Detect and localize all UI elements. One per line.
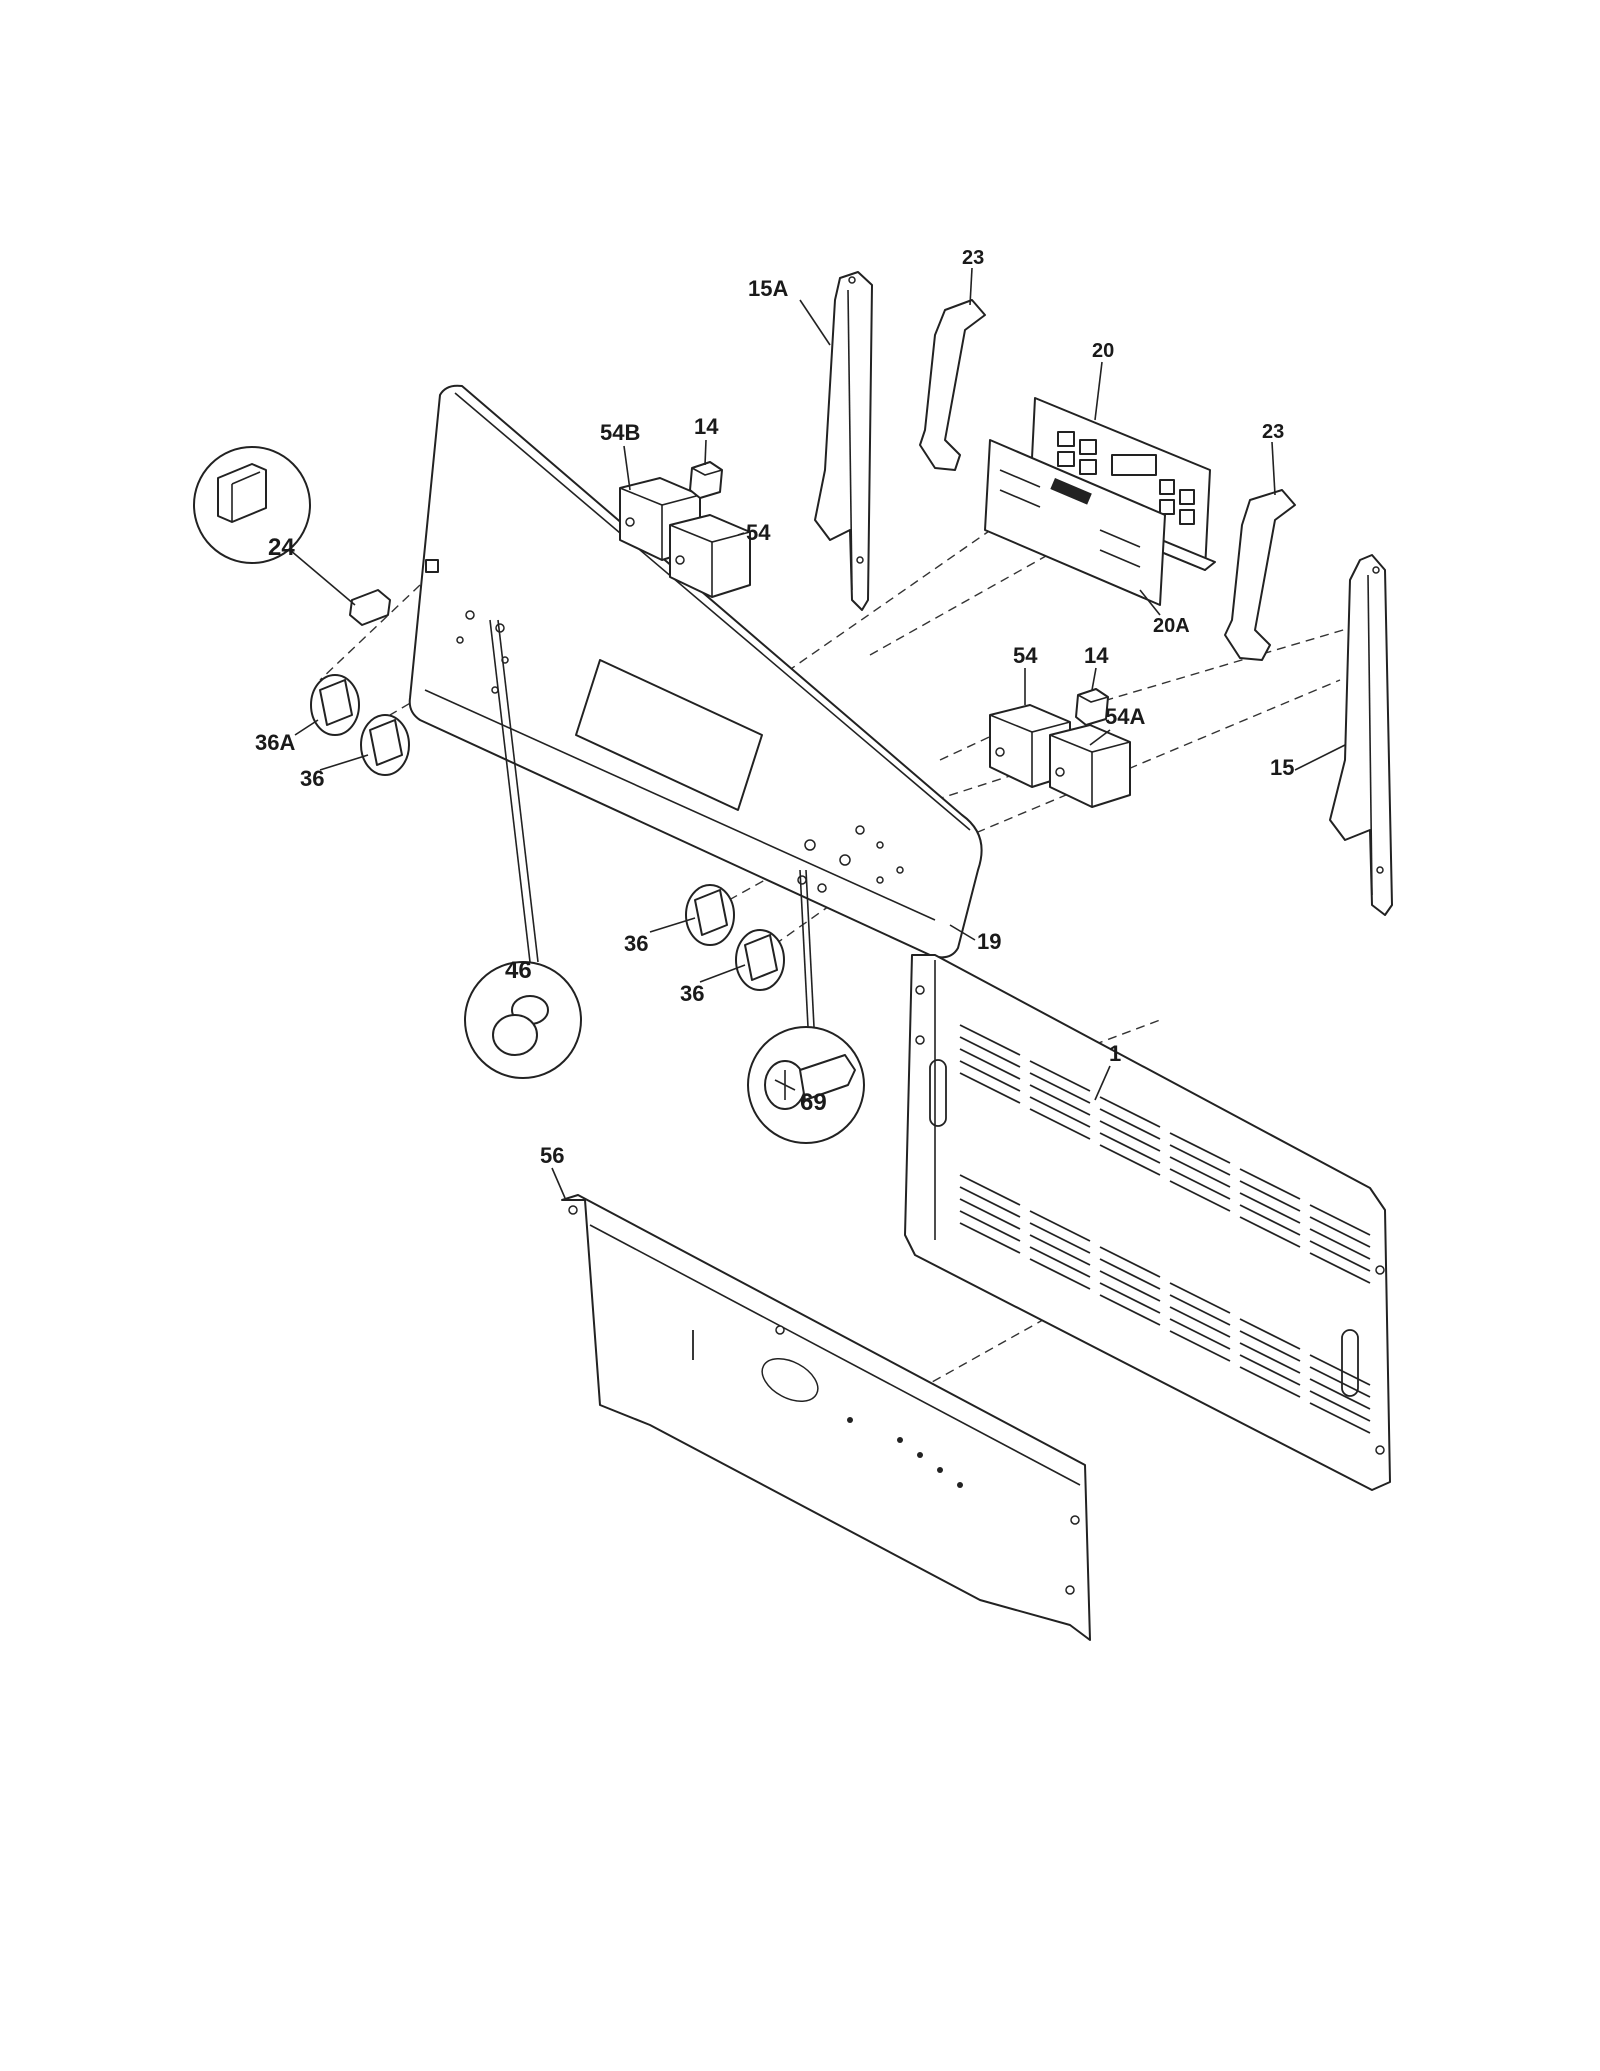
part-36-knob-center-upper [685,884,735,946]
label-part-46: 46 [505,957,532,984]
part-15a-end-bracket [814,271,873,611]
label-part-23-right: 23 [1262,421,1284,443]
label-part-14-right: 14 [1084,643,1109,668]
label-part-36-center-upper: 36 [624,931,648,956]
leader-lines [294,267,1346,1199]
label-part-14-upper: 14 [694,414,719,439]
part-36-knob-center-lower [735,929,785,991]
part-54-infinite-switch-upper [669,514,751,598]
label-part-19: 19 [977,929,1001,954]
label-part-15: 15 [1270,755,1294,780]
part-36-knob-left [360,714,410,776]
label-part-20: 20 [1092,340,1114,362]
label-part-54a: 54A [1105,704,1145,729]
part-56-mounting-plate [561,1194,1091,1641]
label-part-69: 69 [800,1089,827,1116]
part-15-end-bracket [1329,554,1393,916]
part-46-hole-plug [464,619,582,1079]
part-36a-knob [310,674,360,736]
part-14-indicator-light-right [1075,688,1109,726]
label-part-15a: 15A [748,276,788,301]
part-14-indicator-light-upper [689,461,723,499]
part-24-rocker-switch [193,446,391,626]
label-part-54b: 54B [600,420,640,445]
label-part-36a: 36A [255,730,295,755]
part-1-rear-panel [904,954,1391,1491]
part-23-trim-strip-top [919,299,986,471]
label-part-1: 1 [1109,1041,1121,1066]
label-part-54-right: 54 [1013,643,1038,668]
label-part-54-upper: 54 [746,520,771,545]
label-part-56: 56 [540,1143,564,1168]
label-part-24: 24 [268,534,295,561]
part-69-screw [747,869,865,1144]
label-part-36-center-lower: 36 [680,981,704,1006]
part-23-trim-strip-right [1224,489,1296,661]
part-54a-infinite-switch [1049,724,1131,808]
label-part-23-top: 23 [962,247,984,269]
vent-slots [959,1024,1371,1434]
label-part-20a: 20A [1153,615,1190,637]
callout-labels: 1 14 14 15 15A 19 20 20A 23 23 24 36A 36… [255,247,1294,1168]
part-20a-control-overlay [984,439,1166,606]
